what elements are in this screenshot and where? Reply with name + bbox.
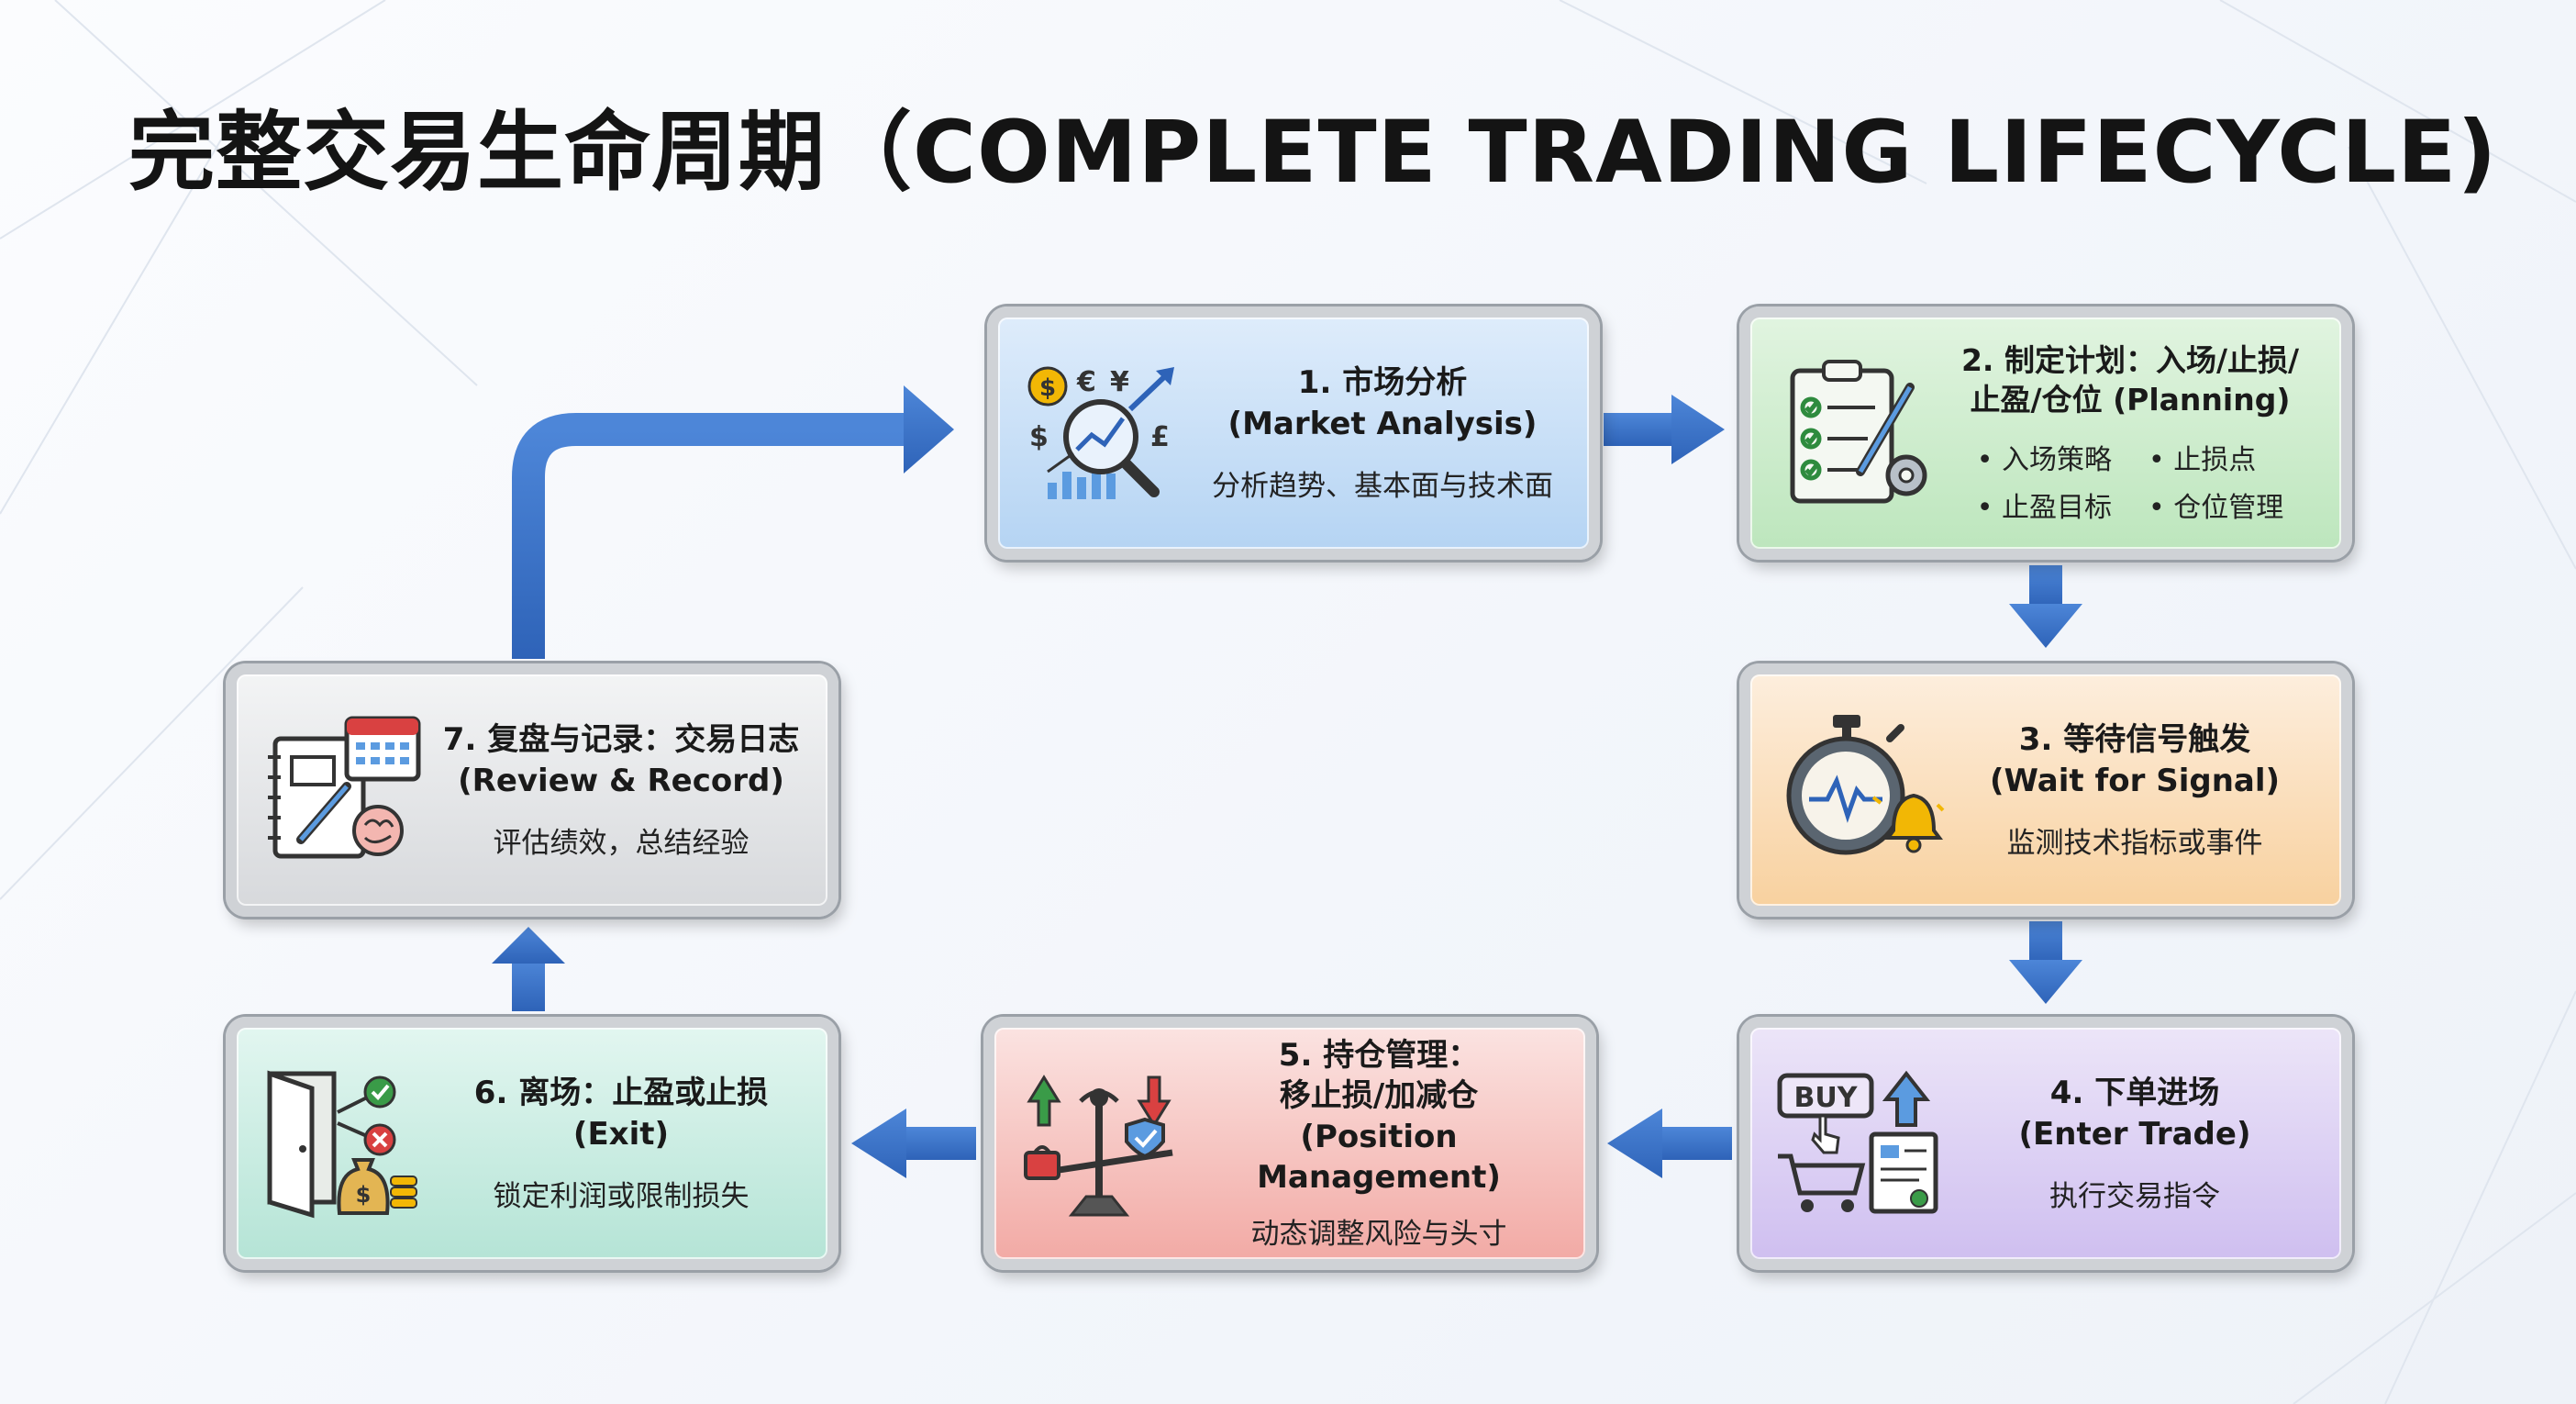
step-subtitle: (Enter Trade) — [2018, 1115, 2251, 1153]
page-title: 完整交易生命周期（COMPLETE TRADING LIFECYCLE) — [128, 103, 2498, 203]
step-description: 监测技术指标或事件 — [2006, 826, 2263, 860]
svg-text:€: € — [1076, 366, 1096, 398]
svg-text:$: $ — [1029, 421, 1049, 453]
step-subtitle: (Market Analysis) — [1227, 405, 1538, 442]
step-description: 动态调整风险与头寸 — [1250, 1217, 1507, 1251]
arrow-6-to-7 — [492, 927, 565, 1011]
step-description: 锁定利润或限制损失 — [493, 1179, 749, 1213]
step-subtitle: (Wait for Signal) — [1989, 762, 2281, 799]
step-subtitle: 止盈/仓位 (Planning) — [1970, 382, 2291, 418]
svg-text:¥: ¥ — [1110, 366, 1129, 398]
step-text: 5. 持仓管理： 移止损/加减仓 (Position Management) 动… — [1187, 1028, 1571, 1259]
step-title: 7. 复盘与记录：交易日志 — [442, 721, 800, 759]
step-title: 4. 下单进场 — [2049, 1075, 2220, 1112]
step-description: 执行交易指令 — [2049, 1179, 2220, 1213]
step-text: 2. 制定计划：入场/止损/ 止盈/仓位 (Planning) 入场策略 止损点… — [1934, 318, 2326, 549]
arrow-1-to-2 — [1604, 395, 1725, 464]
planning-checklist-icon — [1790, 360, 1927, 504]
journal-calendar-icon — [268, 716, 421, 859]
step-title: 5. 持仓管理： — [1278, 1037, 1480, 1075]
step-text: 6. 离场：止盈或止损 (Exit) 锁定利润或限制损失 — [429, 1028, 813, 1259]
step-text: 1. 市场分析 (Market Analysis) 分析趋势、基本面与技术面 — [1191, 318, 1574, 549]
svg-text:£: £ — [1150, 421, 1170, 453]
svg-text:BUY: BUY — [1794, 1082, 1859, 1114]
loop-arrow-7-to-1 — [512, 385, 954, 659]
step-card-market-analysis: $ € ¥ $ £ 1. 市场分析 (Market Analysis) 分析趋势… — [987, 306, 1600, 560]
step-title: 2. 制定计划：入场/止损/ — [1960, 342, 2300, 379]
bullet-stop-loss: 止损点 — [2149, 437, 2283, 477]
step-title: 3. 等待信号触发 — [2018, 721, 2251, 759]
step-title: 6. 离场：止盈或止损 — [473, 1075, 769, 1112]
balance-scale-icon — [1024, 1075, 1173, 1217]
step-description: 评估绩效，总结经验 — [493, 826, 749, 860]
svg-text:$: $ — [356, 1182, 372, 1208]
arrow-2-to-3 — [2009, 565, 2082, 648]
step-card-wait-for-signal: 3. 等待信号触发 (Wait for Signal) 监测技术指标或事件 — [1739, 663, 2352, 917]
step-card-review-record: 7. 复盘与记录：交易日志 (Review & Record) 评估绩效，总结经… — [226, 663, 838, 917]
buy-cart-icon: BUY — [1777, 1070, 1938, 1214]
bullet-position-size: 仓位管理 — [2149, 485, 2283, 525]
planning-bullets: 入场策略 止损点 止盈目标 仓位管理 — [1977, 437, 2283, 525]
step-text: 3. 等待信号触发 (Wait for Signal) 监测技术指标或事件 — [1943, 674, 2326, 906]
step-subtitle: 移止损/加减仓 — [1279, 1077, 1479, 1115]
step-description: 分析趋势、基本面与技术面 — [1212, 469, 1553, 503]
step-card-enter-trade: BUY 4. 下单进场 (Enter Trade) 执行交易指令 — [1739, 1017, 2352, 1270]
step-text: 4. 下单进场 (Enter Trade) 执行交易指令 — [1943, 1028, 2326, 1259]
stopwatch-bell-icon — [1786, 715, 1945, 855]
arrow-5-to-6 — [851, 1109, 976, 1178]
arrow-4-to-5 — [1607, 1109, 1732, 1178]
step-title: 1. 市场分析 — [1297, 364, 1468, 402]
step-text: 7. 复盘与记录：交易日志 (Review & Record) 评估绩效，总结经… — [429, 674, 813, 906]
step-subtitle: (Review & Record) — [458, 762, 784, 799]
exit-door-icon: $ — [267, 1070, 417, 1219]
svg-text:$: $ — [1039, 374, 1056, 402]
market-analysis-icon: $ € ¥ $ £ — [1027, 366, 1174, 499]
step-card-exit: $ 6. 离场：止盈或止损 (Exit) 锁定利润或限制损失 — [226, 1017, 838, 1270]
step-subtitle-english: (Position Management) — [1257, 1118, 1501, 1196]
arrow-3-to-4 — [2009, 921, 2082, 1004]
step-card-planning: 2. 制定计划：入场/止损/ 止盈/仓位 (Planning) 入场策略 止损点… — [1739, 306, 2352, 560]
step-subtitle: (Exit) — [572, 1115, 670, 1153]
step-card-position-management: 5. 持仓管理： 移止损/加减仓 (Position Management) 动… — [983, 1017, 1596, 1270]
bullet-entry-strategy: 入场策略 — [1977, 437, 2112, 477]
bullet-take-profit: 止盈目标 — [1977, 485, 2112, 525]
